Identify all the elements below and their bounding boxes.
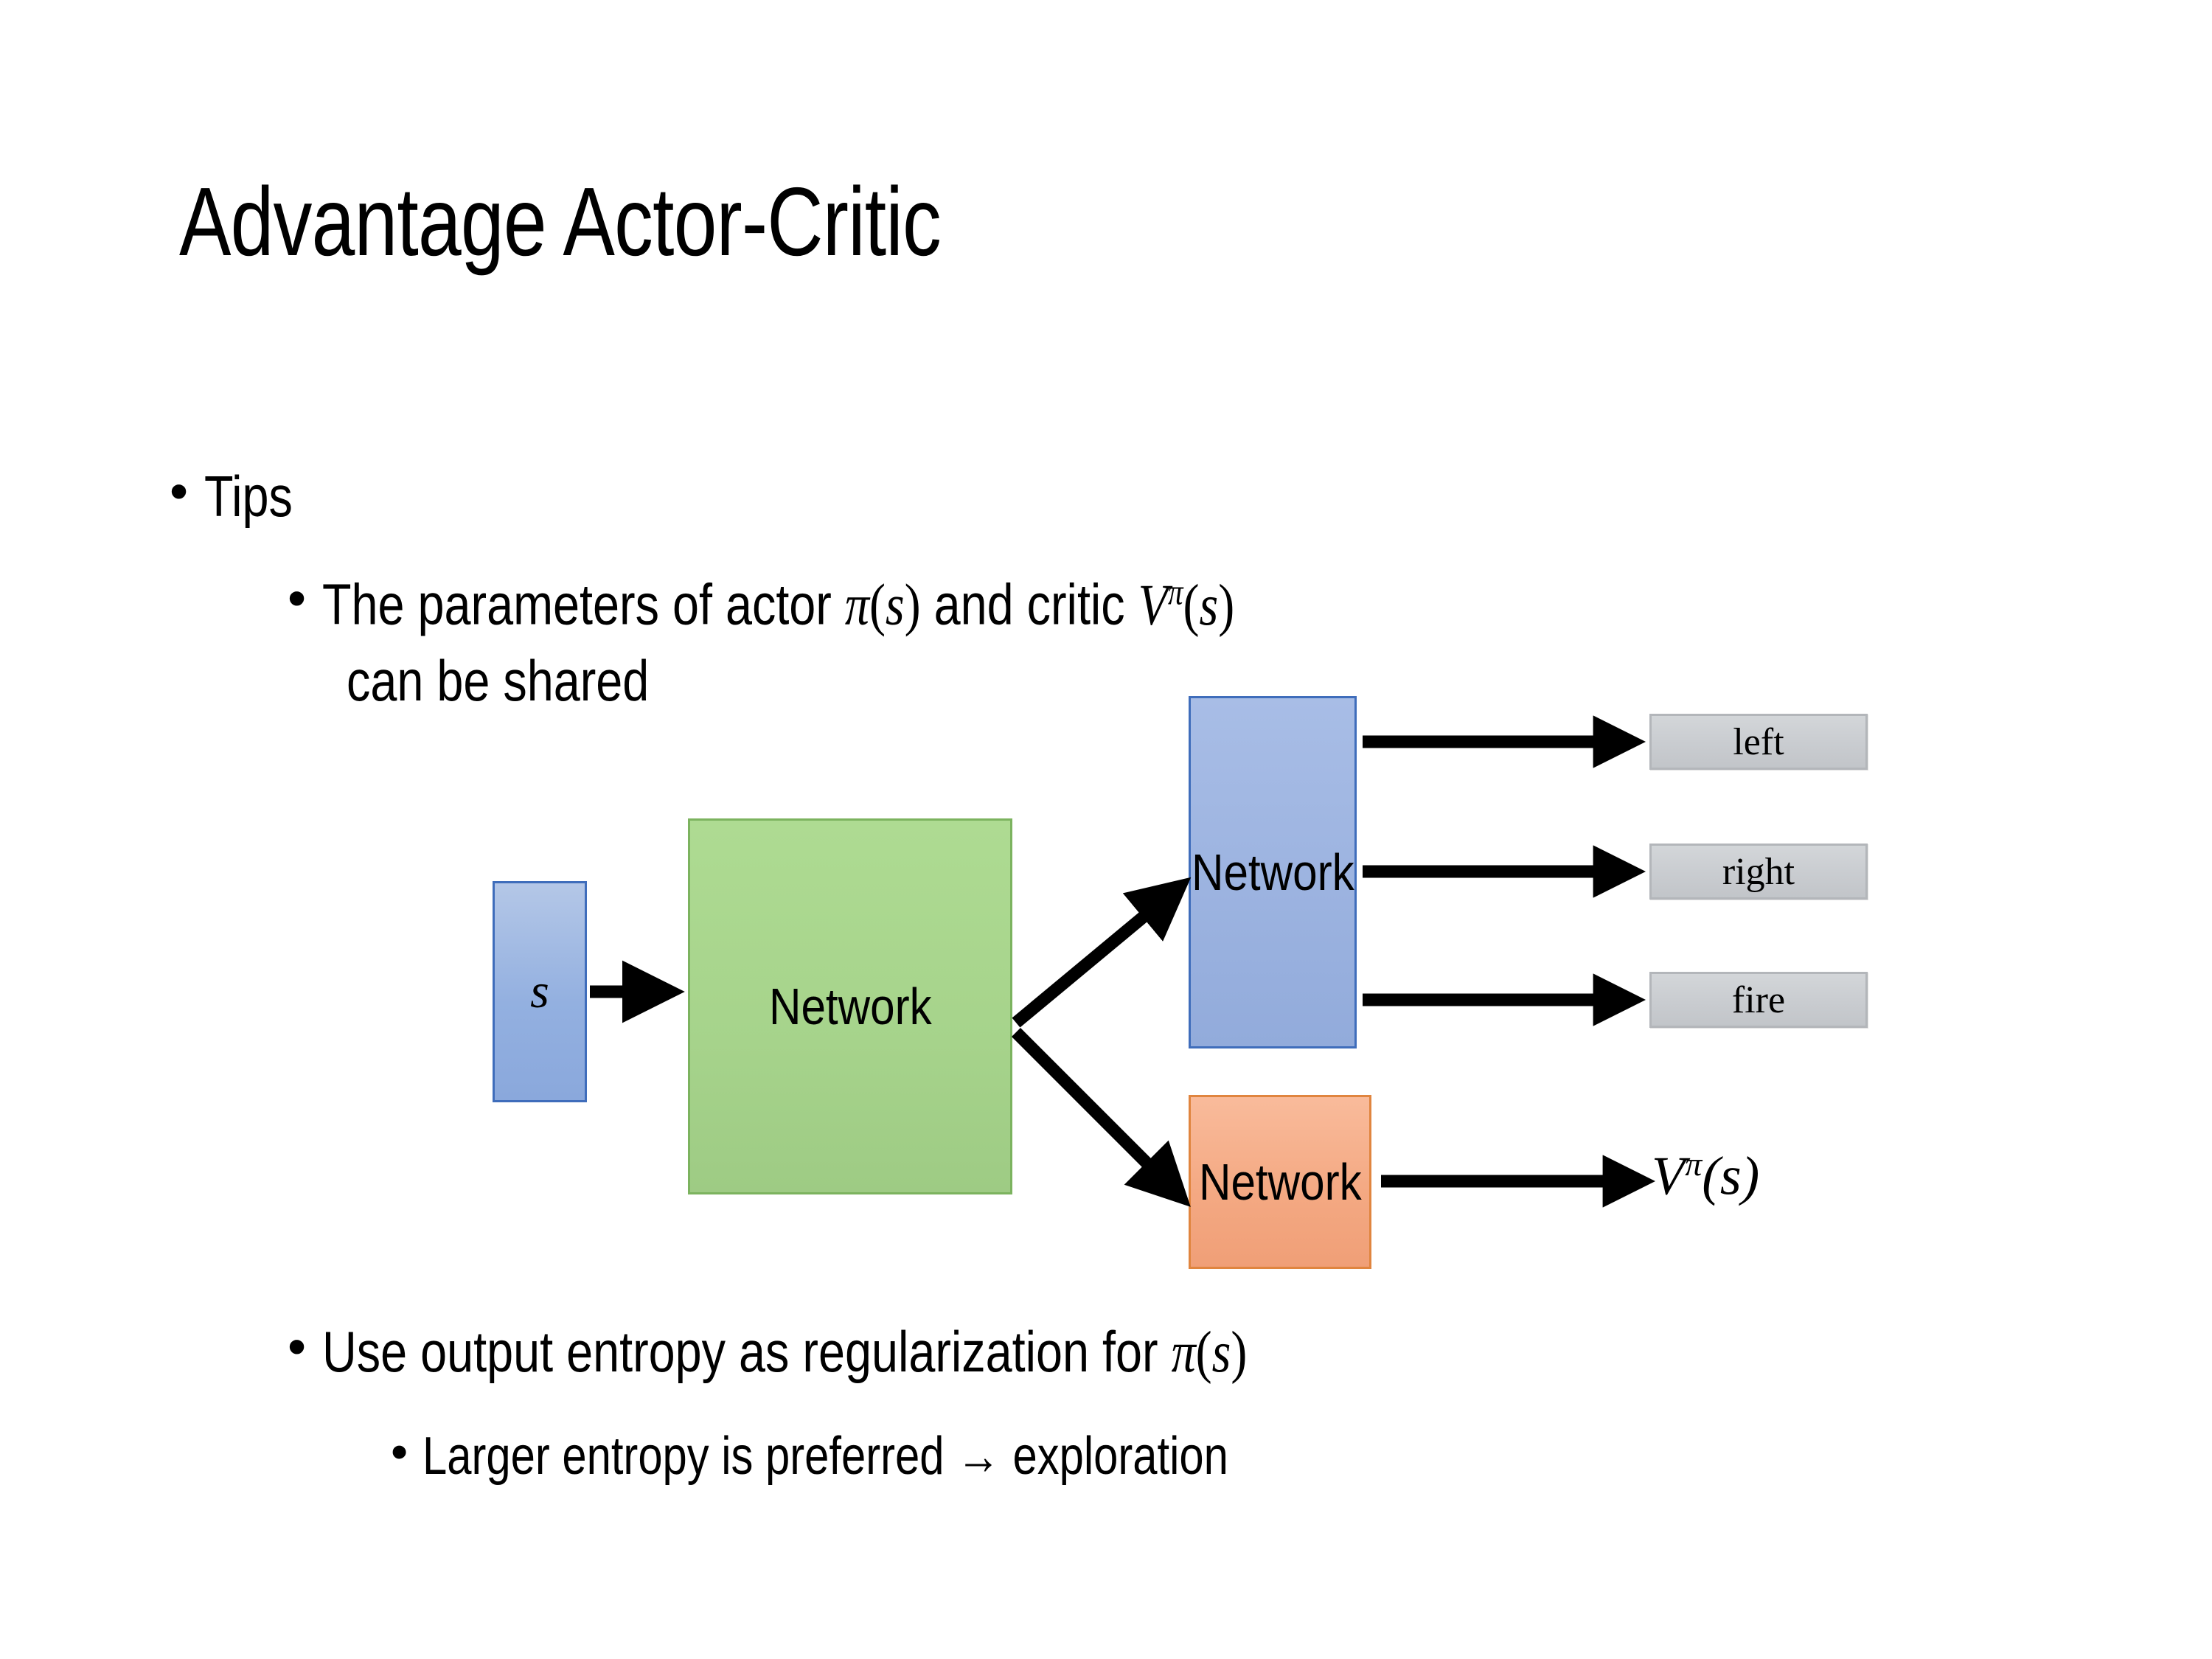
bullet-larger-entropy-label: Larger entropy is preferred → exploratio…: [422, 1427, 1228, 1486]
bullet-entropy-text: Use output entropy as regularization for: [321, 1319, 1172, 1384]
bullet-can-be-shared-label: can be shared: [347, 648, 650, 713]
bullet-entropy-regularization: • Use output entropy as regularization f…: [288, 1317, 1436, 1385]
bullet-marker-icon: •: [288, 568, 307, 628]
bullet-tips-label: Tips: [204, 464, 293, 529]
actor-network-label: Network: [1191, 844, 1354, 901]
bullet-marker-icon: •: [170, 462, 189, 521]
bullet-marker-icon: •: [288, 1317, 307, 1377]
action-output-right: right: [1649, 844, 1868, 900]
bullet-can-be-shared: can be shared: [347, 648, 711, 713]
value-base: V: [1652, 1146, 1686, 1207]
bullet-shared-parameters: • The parameters of actor π(s) and criti…: [288, 571, 1421, 639]
critic-network-box: Network: [1189, 1095, 1371, 1269]
action-output-fire-label: fire: [1731, 978, 1786, 1021]
arrow-shared-to-critic: [1011, 1027, 1191, 1207]
state-symbol: s: [530, 964, 549, 1018]
bullet-marker-icon: •: [391, 1425, 408, 1480]
actor-network-box: Network: [1189, 696, 1357, 1048]
page-title: Advantage Actor-Critic: [179, 167, 942, 276]
arrow-shared-to-actor: [1012, 877, 1192, 1028]
action-output-fire: fire: [1649, 972, 1868, 1028]
actor-policy-symbol: π(s): [1171, 1320, 1247, 1385]
critic-network-label: Network: [1198, 1153, 1362, 1211]
value-superscript: π: [1685, 1145, 1703, 1183]
bullet-params-text-middle: and critic: [920, 571, 1138, 637]
action-output-right-label: right: [1722, 850, 1795, 893]
action-output-left-label: left: [1733, 720, 1784, 763]
value-argument: (s): [1702, 1146, 1760, 1207]
action-output-left: left: [1649, 714, 1868, 770]
shared-network-box: Network: [688, 818, 1012, 1194]
bullet-tips: • Tips: [170, 462, 310, 529]
state-input-box: s: [493, 881, 587, 1102]
shared-network-label: Network: [768, 978, 932, 1035]
bullet-params-text-before: The parameters of actor: [321, 571, 845, 637]
bullet-larger-entropy: • Larger entropy is preferred → explorat…: [391, 1427, 1394, 1486]
actor-policy-symbol: π(s): [844, 572, 921, 638]
value-function-output: Vπ(s): [1652, 1144, 1759, 1208]
critic-value-symbol: Vπ(s): [1138, 571, 1234, 638]
